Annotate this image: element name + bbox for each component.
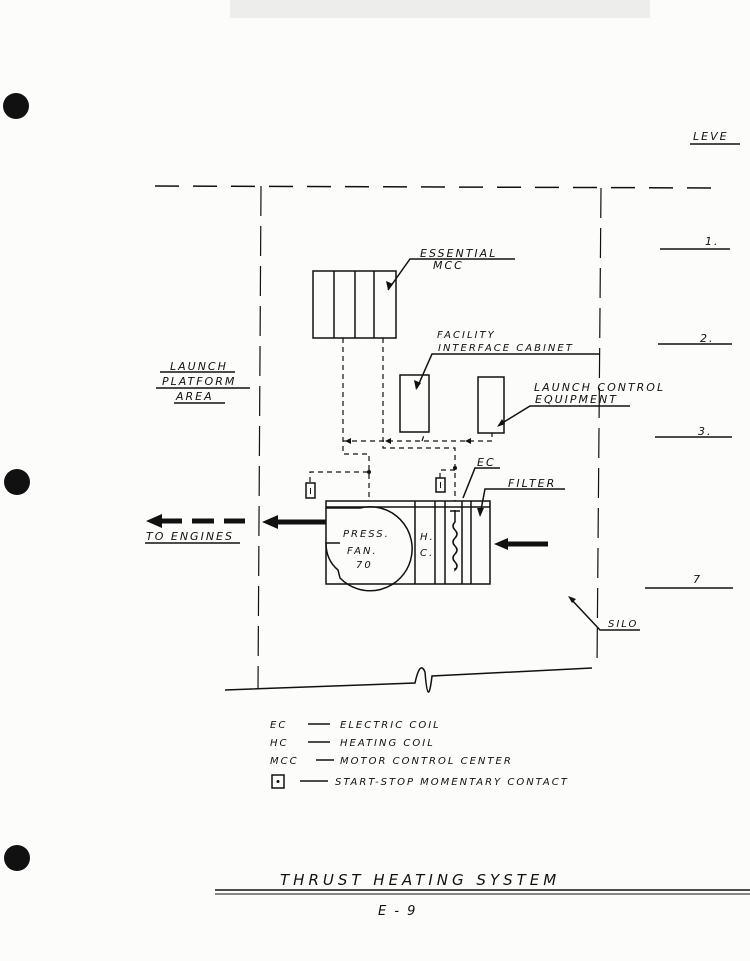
level-3: 3. xyxy=(698,425,713,438)
level-markers: 1. 2. 3. 7 xyxy=(645,235,733,589)
launch-platform-label: LAUNCH xyxy=(170,360,228,373)
legend-abbr: MCC xyxy=(270,756,299,767)
fan-label: PRESS. xyxy=(343,529,390,540)
control-wiring xyxy=(309,338,493,501)
diagram-title: THRUST HEATING SYSTEM xyxy=(280,871,560,889)
airflow-out-arrow xyxy=(146,514,326,529)
launch-platform-label: AREA xyxy=(175,390,214,403)
to-engines-label: TO ENGINES xyxy=(146,530,234,543)
heating-unit xyxy=(325,500,491,592)
silo-wall-right xyxy=(596,187,602,669)
essential-mcc-label: MCC xyxy=(433,259,464,272)
silo-label: SILO xyxy=(608,619,638,630)
level-line xyxy=(154,185,726,189)
level-7: 7 xyxy=(693,573,702,586)
filter-label: FILTER xyxy=(508,477,556,490)
contact-symbol xyxy=(271,774,285,789)
silo-wall-left xyxy=(257,185,262,689)
legend-abbr: HC xyxy=(270,738,289,749)
legend-desc: MOTOR CONTROL CENTER xyxy=(340,756,513,767)
pressure-fan xyxy=(325,506,413,592)
ec-label: EC xyxy=(477,456,496,469)
electric-coil xyxy=(452,510,458,572)
fic-label: INTERFACE CABINET xyxy=(438,343,574,354)
legend-desc: ELECTRIC COIL xyxy=(340,720,441,731)
scan-noise xyxy=(230,0,650,18)
facility-interface-cabinet xyxy=(399,374,430,433)
level-1: 1. xyxy=(705,235,720,248)
hc-label: C. xyxy=(420,548,434,559)
page-number: E - 9 xyxy=(378,904,417,919)
essential-mcc-label: ESSENTIAL xyxy=(420,247,497,260)
launch-platform-label: PLATFORM xyxy=(162,375,236,388)
legend: EC ELECTRIC COIL HC HEATING COIL MCC MOT… xyxy=(270,720,569,789)
start-stop-contact xyxy=(305,482,316,499)
legend-abbr: EC xyxy=(270,720,287,731)
essential-mcc xyxy=(312,270,397,339)
lce-label: LAUNCH CONTROL xyxy=(534,381,665,394)
punch-hole xyxy=(4,469,30,495)
hc-label: H. xyxy=(420,532,435,543)
level-2: 2. xyxy=(700,332,715,345)
lce-label: EQUIPMENT xyxy=(535,393,618,406)
level-header: LEVE xyxy=(693,130,729,143)
launch-control-equipment xyxy=(477,376,505,434)
fan-label: FAN. xyxy=(347,546,378,557)
airflow-in-arrow xyxy=(494,538,548,550)
legend-desc: START-STOP MOMENTARY CONTACT xyxy=(335,777,569,788)
fan-label: 70 xyxy=(356,560,373,571)
fic-label: FACILITY xyxy=(437,330,496,341)
legend-desc: HEATING COIL xyxy=(340,738,435,749)
start-stop-contact xyxy=(435,477,446,493)
ground-line xyxy=(224,667,593,693)
punch-hole xyxy=(4,845,30,871)
punch-hole xyxy=(3,93,29,119)
